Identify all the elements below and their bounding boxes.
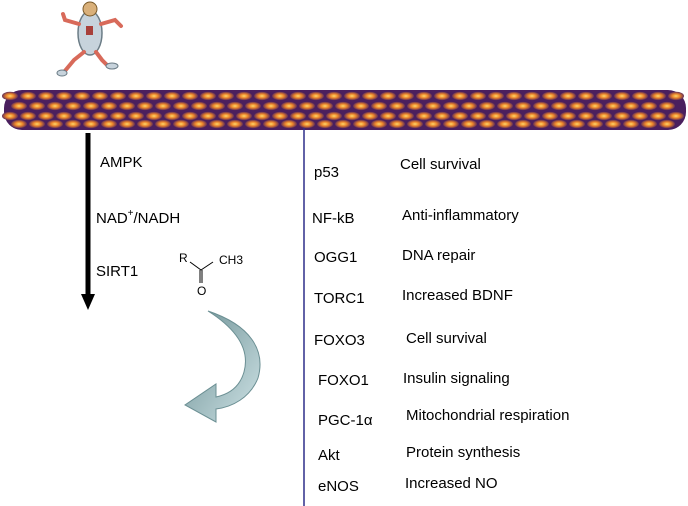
pathway-label-sirt1: SIRT1 (96, 263, 139, 280)
muscle-fiber-icon (2, 90, 686, 130)
down-arrow-icon (81, 133, 95, 310)
effect-label: Mitochondrial respiration (406, 407, 570, 424)
target-label: Akt (318, 447, 340, 464)
effect-label: Anti-inflammatory (402, 207, 519, 224)
effect-label: Cell survival (400, 156, 481, 173)
curved-arrow-icon (184, 310, 261, 423)
running-man-icon (56, 1, 123, 77)
target-label: eNOS (318, 478, 359, 495)
effect-label: Increased BDNF (402, 287, 513, 304)
molecule-o-label: O (197, 284, 207, 298)
target-label: TORC1 (314, 290, 365, 307)
effect-label: Protein synthesis (406, 444, 521, 461)
target-label: PGC-1α (318, 412, 373, 429)
effect-label: DNA repair (402, 247, 476, 264)
target-label: FOXO3 (314, 332, 365, 349)
molecule-ch3-label: CH3 (219, 253, 244, 267)
target-label: NF-kB (312, 210, 355, 227)
molecule-r-label: R (179, 251, 188, 265)
effect-label: Insulin signaling (403, 370, 510, 387)
effect-label: Cell survival (406, 330, 487, 347)
target-label: OGG1 (314, 249, 358, 266)
target-label: FOXO1 (318, 372, 369, 389)
carbonyl-molecule-icon (189, 261, 214, 283)
effect-label: Increased NO (405, 475, 498, 492)
target-label: p53 (314, 164, 340, 181)
pathway-label-ampk: AMPK (100, 154, 143, 171)
pathway-label-nad-nadh: NAD+/NADH (96, 208, 181, 227)
